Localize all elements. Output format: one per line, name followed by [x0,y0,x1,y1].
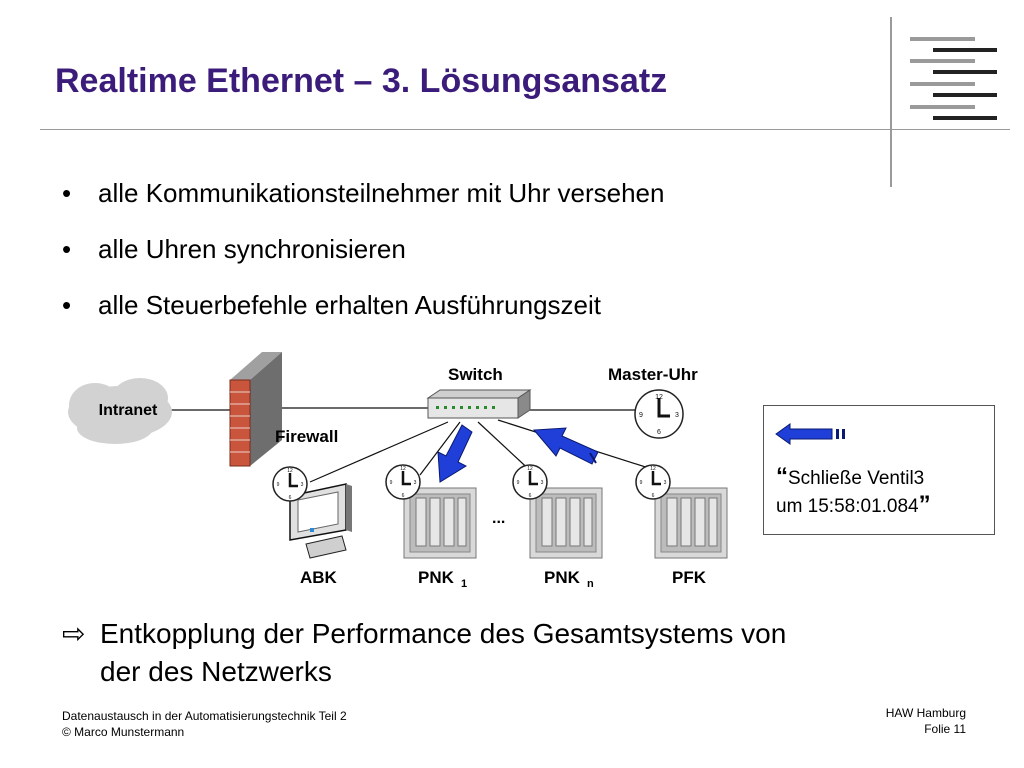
pfk-clock-icon [634,463,672,501]
command-open-quote: “ [776,463,788,490]
bullet-dot: • [62,178,72,208]
conclusion-line-1: Entkopplung der Performance des Gesamtsy… [100,618,787,649]
pnkn-label: PNK [544,568,581,587]
svg-text:3: 3 [675,412,679,419]
intranet-cloud: Intranet [68,378,172,444]
master-clock-label: Master-Uhr [608,365,698,384]
conclusion-arrow-icon: ⇨ [62,618,86,649]
sync-arrow-down-icon [437,424,473,483]
footer-institution: HAW Hamburg [885,706,966,720]
pfk-cabinet-icon [654,487,728,559]
pnkn-cabinet-icon [529,487,603,559]
abk-label: ABK [300,568,338,587]
bullet-item: • alle Kommunikationsteilnehmer mit Uhr v… [62,178,664,209]
bullet-dot: • [62,234,72,264]
slide-title: Realtime Ethernet – 3. Lösungsansatz [55,62,668,100]
pnk1-cabinet-icon [403,487,477,559]
svg-text:6: 6 [657,429,661,436]
bullet-item: • alle Steuerbefehle erhalten Ausführungs… [62,290,601,321]
footer-course: Datenaustausch in der Automatisierungste… [62,709,347,723]
bullet-dot: • [62,290,72,320]
footer-right: HAW Hamburg Folie 11 [886,705,966,737]
pnkn-subscript: n [587,578,594,590]
command-callout: “Schließe Ventil3 um 15:58:01.084” [763,405,995,535]
bullet-text: alle Kommunikationsteilnehmer mit Uhr ve… [98,178,665,208]
conclusion: ⇨ Entkopplung der Performance des Gesamts… [62,615,786,691]
bullet-item: • alle Uhren synchronisieren [62,234,406,265]
intranet-label: Intranet [99,402,158,419]
command-text: “Schließe Ventil3 um 15:58:01.084” [776,464,931,520]
pnk1-label: PNK [418,568,455,587]
bullet-text: alle Uhren synchronisieren [98,234,406,264]
command-arrow-left-icon [775,423,845,445]
pnk1-subscript: 1 [461,578,467,590]
command-close-quote: ” [918,491,931,518]
command-line-1: Schließe Ventil3 [788,468,925,489]
svg-text:12: 12 [655,394,663,401]
svg-text:9: 9 [639,412,643,419]
pnkn-clock-icon [511,463,549,501]
switch-label: Switch [448,365,503,384]
footer-left: Datenaustausch in der Automatisierungste… [62,708,347,740]
header-vertical-divider [890,17,892,187]
footer-author: © Marco Munstermann [62,725,185,739]
abk-clock-icon [271,465,309,503]
switch-icon [426,389,532,419]
command-line-2: um 15:58:01.084 [776,496,919,517]
abk-monitor-icon [289,483,352,559]
footer-slide-number: Folie 11 [924,722,966,736]
pfk-label: PFK [672,568,707,587]
haw-logo-bars [905,35,1000,125]
ellipsis-label: ... [492,510,505,527]
network-diagram: 12 3 6 9 Intranet [68,352,728,590]
firewall-icon [229,352,282,467]
sync-arrow-left-icon [532,427,599,465]
title-divider [40,129,1010,130]
firewall-label: Firewall [275,427,338,446]
master-clock-icon: 12 3 6 9 [634,389,684,439]
bullet-text: alle Steuerbefehle erhalten Ausführungsz… [98,290,602,320]
pnk1-clock-icon [384,463,422,501]
conclusion-line-2: der des Netzwerks [100,656,332,687]
